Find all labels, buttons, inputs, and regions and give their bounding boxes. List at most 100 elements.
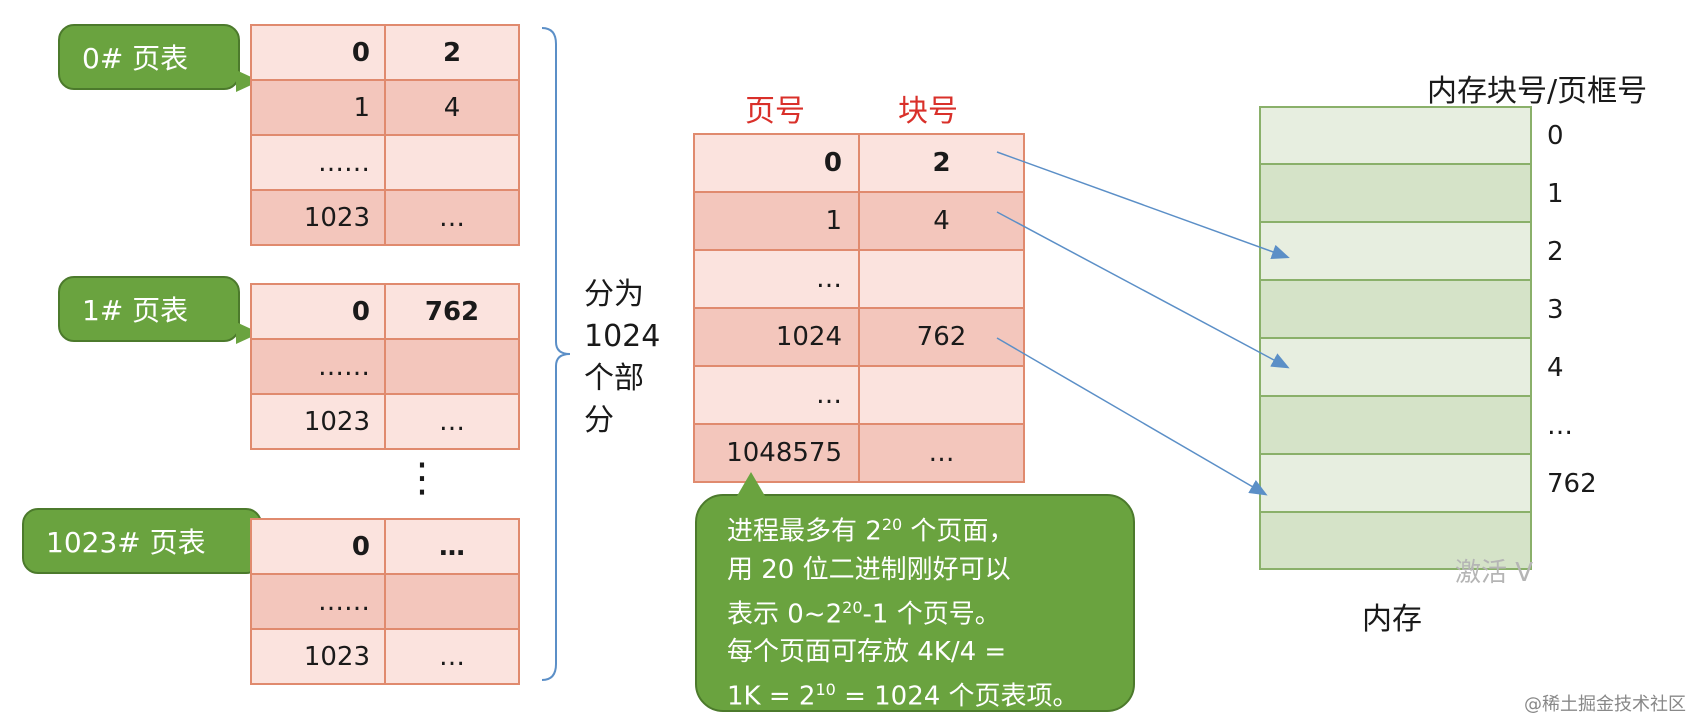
explanation-bubble: 进程最多有 220 个页面， 用 20 位二进制刚好可以 表示 0~220-1 …: [695, 472, 1135, 712]
page-number-cell: 0: [250, 518, 386, 575]
callout-table1023: 1023# 页表: [22, 508, 282, 576]
page-number-cell: 1024: [693, 307, 860, 367]
brace-text: 分为 1024 个部 分: [584, 274, 660, 442]
page-number-cell: 0: [250, 283, 386, 340]
page-table-1: 0 762 …… 1023 …: [250, 283, 520, 450]
arrow-page1024-to-block762: [996, 337, 1268, 496]
memory-block: [1259, 338, 1532, 396]
memory-label: 0: [1547, 121, 1564, 151]
bubble-sup: 20: [881, 515, 903, 534]
memory-block: [1259, 454, 1532, 512]
memory-block-stack: [1259, 106, 1532, 570]
block-number-cell: 2: [384, 24, 520, 81]
brace-text-line: 个部: [584, 361, 644, 396]
memory-label: 4: [1547, 353, 1564, 383]
block-number-cell: [858, 365, 1025, 425]
page-number-cell: 0: [250, 24, 386, 81]
page-table-1023: 0 … …… 1023 …: [250, 518, 520, 685]
bubble-text: 个页面，: [902, 516, 1015, 547]
table-row: 1048575 …: [693, 423, 1025, 483]
memory-block: [1259, 396, 1532, 454]
bubble-line: 进程最多有 220 个页面，: [727, 506, 1133, 551]
memory-label: 762: [1547, 469, 1597, 499]
table-row: 0 762: [250, 283, 520, 340]
memory-block: [1259, 164, 1532, 222]
table-row: 0 2: [250, 24, 520, 81]
table-row: …: [693, 365, 1025, 425]
block-number-cell: [384, 338, 520, 395]
site-watermark: @稀土掘金技术社区: [1524, 694, 1686, 715]
page-number-cell: ……: [250, 573, 386, 630]
bubble-text: -1 个页号。: [862, 599, 1001, 630]
memory-block: [1259, 512, 1532, 570]
page-number-cell: …: [693, 365, 860, 425]
vertical-ellipsis: ⋮: [402, 455, 442, 501]
bubble-line: 用 20 位二进制刚好可以: [727, 554, 1011, 585]
page-number-cell: 1023: [250, 393, 386, 450]
callout-table1: 1# 页表: [58, 276, 260, 344]
block-number-cell: 2: [858, 133, 1025, 193]
brace-text-line: 分为: [584, 277, 644, 312]
table-row: 1024 762: [693, 307, 1025, 367]
arrow-page0-to-block2: [996, 151, 1290, 259]
callout-table1023-label: 1023# 页表: [46, 526, 206, 559]
bubble-text: = 1024 个页表项。: [835, 681, 1079, 712]
arrow-page1-to-block4: [996, 211, 1290, 369]
memory-title: 内存块号/页框号: [1427, 74, 1648, 109]
block-number-cell: …: [384, 628, 520, 685]
block-number-cell: [384, 134, 520, 191]
bubble-sup: 10: [815, 680, 836, 700]
table-row: ……: [250, 573, 520, 630]
page-number-cell: ……: [250, 338, 386, 395]
table-row: ……: [250, 338, 520, 395]
table-row: 0 2: [693, 133, 1025, 193]
block-number-cell: …: [384, 393, 520, 450]
page-number-cell: ……: [250, 134, 386, 191]
table-row: …: [693, 249, 1025, 309]
block-number-cell: 762: [384, 283, 520, 340]
page-number-cell: 1: [693, 191, 860, 251]
memory-block: [1259, 106, 1532, 164]
page-table-main: 0 2 1 4 … 1024 762 … 1048575 …: [693, 133, 1025, 483]
block-number-cell: 762: [858, 307, 1025, 367]
block-number-cell: [384, 573, 520, 630]
activate-watermark: 激活 V: [1455, 558, 1534, 588]
callout-table1-label: 1# 页表: [82, 294, 189, 327]
memory-label: 3: [1547, 295, 1564, 325]
memory-label: 2: [1547, 237, 1564, 267]
right-brace: [541, 27, 571, 681]
callout-table0-label: 0# 页表: [82, 42, 189, 75]
memory-block: [1259, 222, 1532, 280]
table-row: 0 …: [250, 518, 520, 575]
header-page-number: 页号: [745, 94, 805, 129]
block-number-cell: …: [384, 189, 520, 246]
table-row: 1023 …: [250, 628, 520, 685]
page-number-cell: 1023: [250, 189, 386, 246]
bubble-sup: 20: [842, 597, 863, 617]
bubble-line: 表示 0~220-1 个页号。: [727, 589, 1133, 634]
page-number-cell: …: [693, 249, 860, 309]
page-table-0: 0 2 1 4 …… 1023 …: [250, 24, 520, 246]
memory-block: [1259, 280, 1532, 338]
block-number-cell: …: [858, 423, 1025, 483]
bubble-text: 1K = 2: [727, 681, 816, 712]
block-number-cell: 4: [384, 79, 520, 136]
memory-caption: 内存: [1362, 602, 1422, 637]
callout-table0: 0# 页表: [58, 24, 260, 92]
bubble-text: 进程最多有 2: [727, 516, 882, 547]
table-row: ……: [250, 134, 520, 191]
memory-label: …: [1547, 411, 1573, 441]
block-number-cell: …: [384, 518, 520, 575]
page-number-cell: 1048575: [693, 423, 860, 483]
table-row: 1 4: [693, 191, 1025, 251]
brace-text-line: 分: [584, 403, 614, 438]
brace-text-line: 1024: [584, 319, 661, 354]
block-number-cell: 4: [858, 191, 1025, 251]
bubble-line: 每个页面可存放 4K/4 =: [727, 637, 1007, 668]
page-number-cell: 1023: [250, 628, 386, 685]
bubble-text: 表示 0~2: [727, 599, 843, 630]
memory-label: 1: [1547, 179, 1564, 209]
table-row: 1023 …: [250, 189, 520, 246]
bubble-line: 1K = 210 = 1024 个页表项。: [727, 671, 1133, 716]
